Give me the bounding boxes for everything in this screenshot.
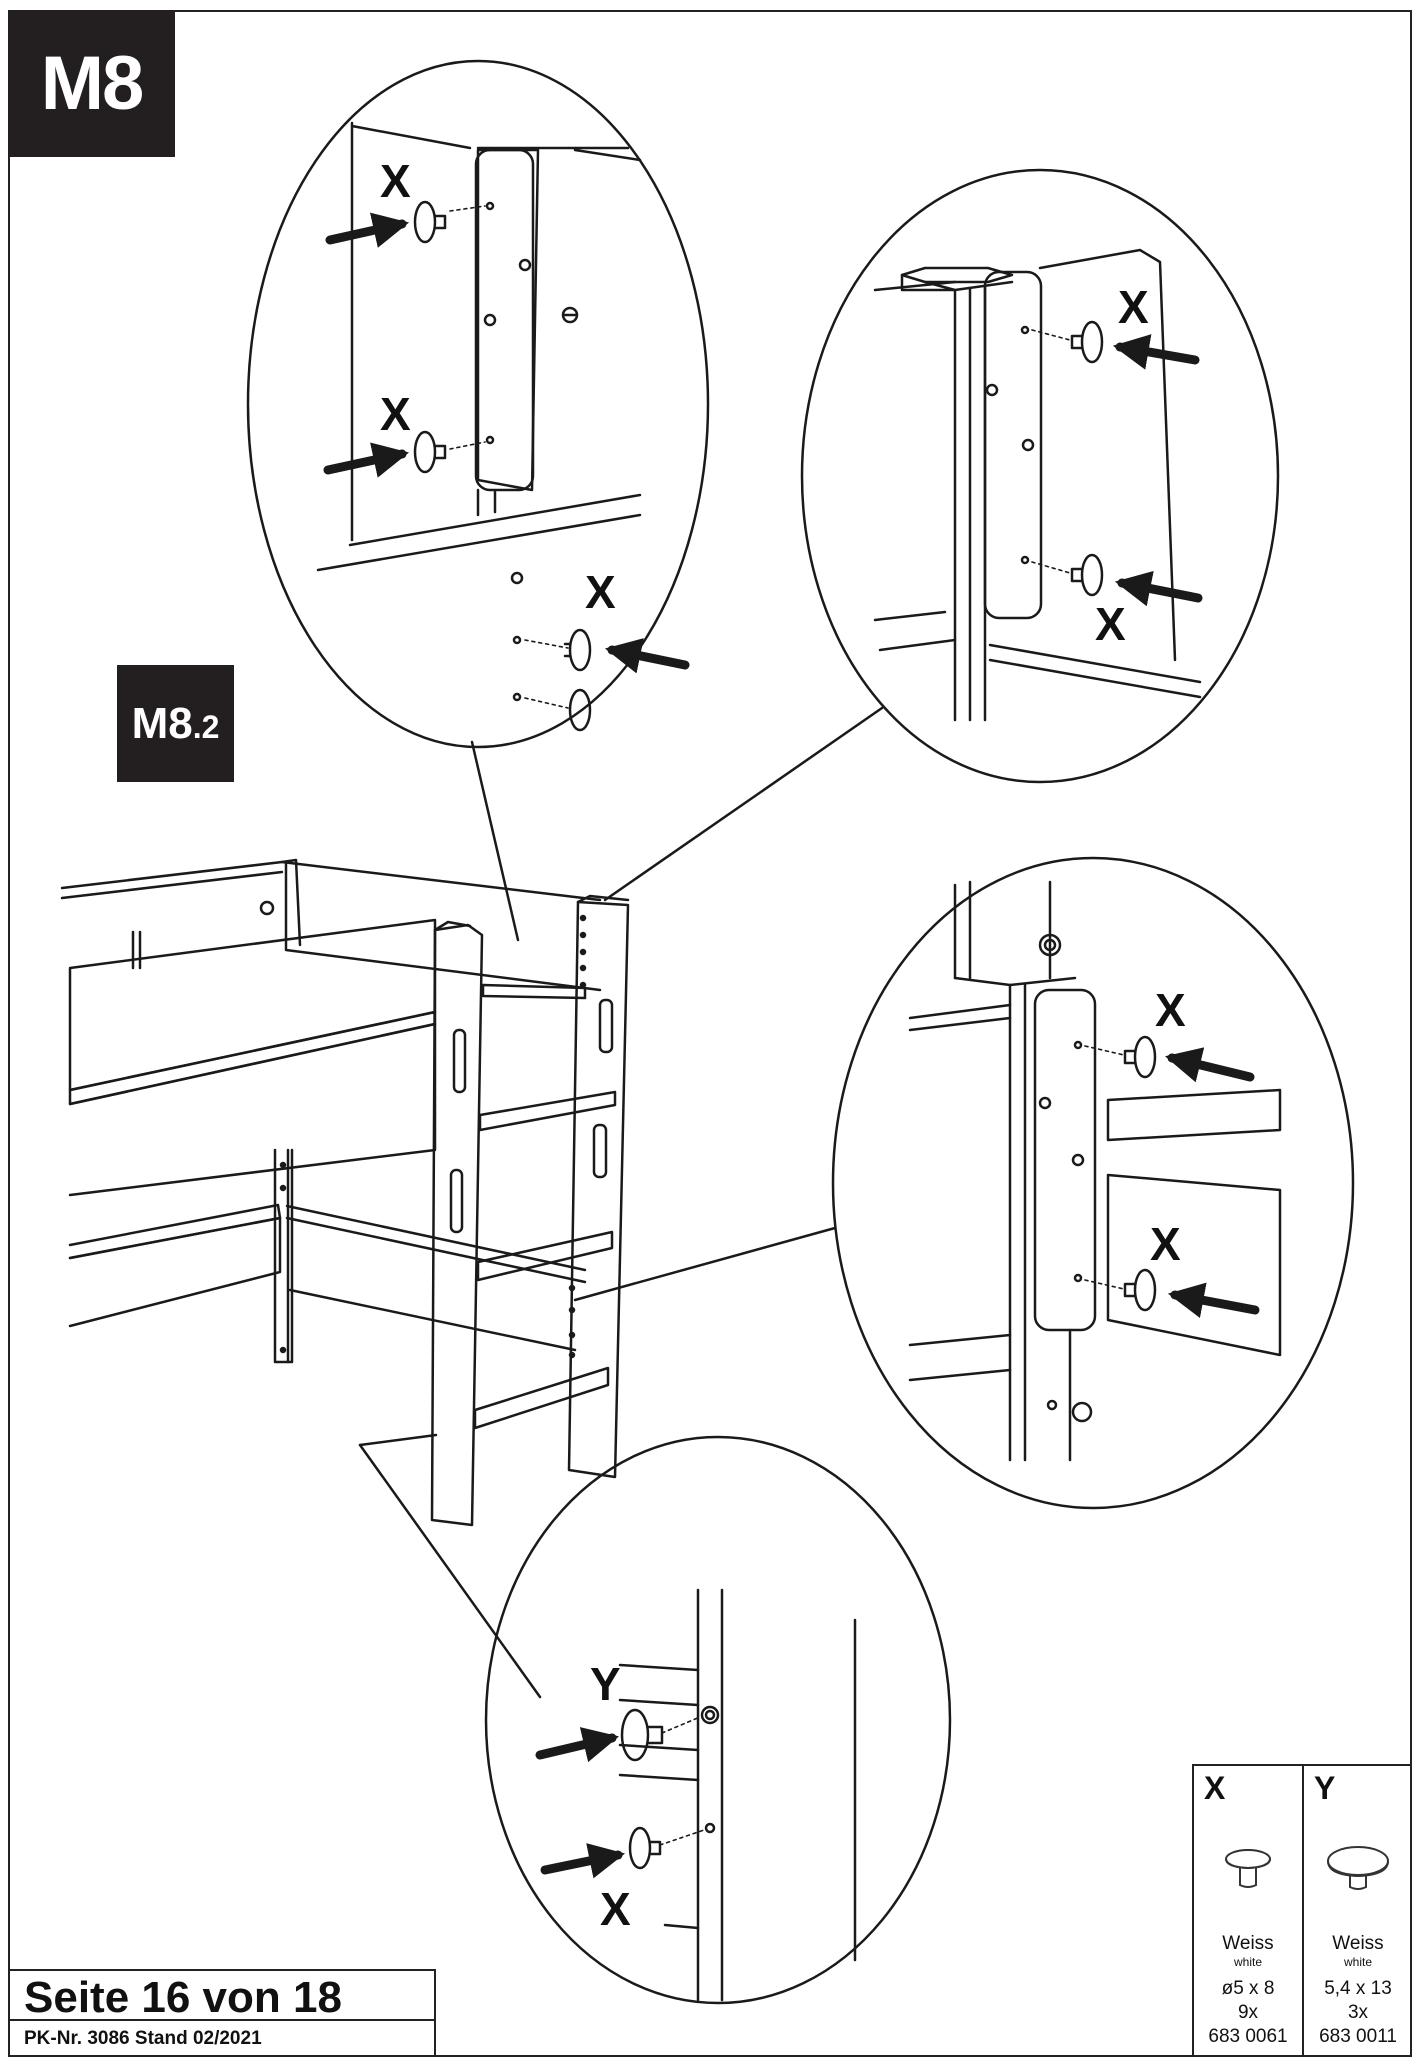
part-x: X Weiss white ø5 x 8 9x 683 0061 xyxy=(1194,1766,1302,2057)
page-number: Seite 16 von 18 xyxy=(24,1973,342,2022)
callout-label: X xyxy=(1150,1218,1181,1270)
part-quantity: 9x xyxy=(1237,2002,1259,2023)
detail-bubble-right: X X xyxy=(831,856,1355,1510)
part-color: Weiss xyxy=(1332,1933,1384,1954)
callout-label: X xyxy=(585,566,616,618)
document-number: PK-Nr. 3086 Stand 02/2021 xyxy=(8,2019,434,2057)
large-cap-plug-icon xyxy=(1304,1841,1412,1906)
callout-label: X xyxy=(1155,984,1186,1036)
part-size: 5,4 x 13 xyxy=(1324,1978,1392,1999)
part-article-number: 683 0011 xyxy=(1319,2026,1397,2047)
part-article-number: 683 0061 xyxy=(1208,2026,1288,2047)
part-quantity: 3x xyxy=(1347,2002,1369,2023)
callout-label: X xyxy=(600,1883,631,1935)
callout-label: X xyxy=(380,155,411,207)
part-color-en: white xyxy=(1233,1955,1262,1969)
step-badge: M8 xyxy=(8,10,175,157)
leader-lines xyxy=(358,706,884,1699)
bed-drawing xyxy=(60,858,630,1527)
part-code: X xyxy=(1204,1770,1226,1806)
page-frame xyxy=(8,10,1412,2057)
callout-label: X xyxy=(1118,281,1149,333)
part-y: Y Weiss white 5,4 x 13 3x 683 0011 xyxy=(1302,1766,1412,2057)
part-size: ø5 x 8 xyxy=(1221,1978,1275,1999)
page-info-box: Seite 16 von 18 PK-Nr. 3086 Stand 02/202… xyxy=(8,1969,436,2057)
part-color: Weiss xyxy=(1222,1933,1274,1954)
parts-table: X Weiss white ø5 x 8 9x 683 0061 Y Weiss… xyxy=(1192,1764,1412,2057)
callout-label: X xyxy=(380,388,411,440)
detail-bubble-bottom: Y X xyxy=(484,1435,952,2005)
sub-step-badge: M8.2 xyxy=(117,665,234,782)
detail-bubble-top-left: X X X xyxy=(246,59,710,749)
callout-label: Y xyxy=(590,1658,621,1710)
sub-step-main: M8 xyxy=(131,698,193,748)
part-color-en: white xyxy=(1343,1955,1372,1969)
sub-step-suffix: .2 xyxy=(192,709,220,745)
detail-bubble-top-right: X X xyxy=(800,168,1280,784)
small-cap-plug-icon xyxy=(1194,1841,1302,1906)
callout-label: X xyxy=(1095,598,1126,650)
part-code: Y xyxy=(1314,1770,1336,1806)
